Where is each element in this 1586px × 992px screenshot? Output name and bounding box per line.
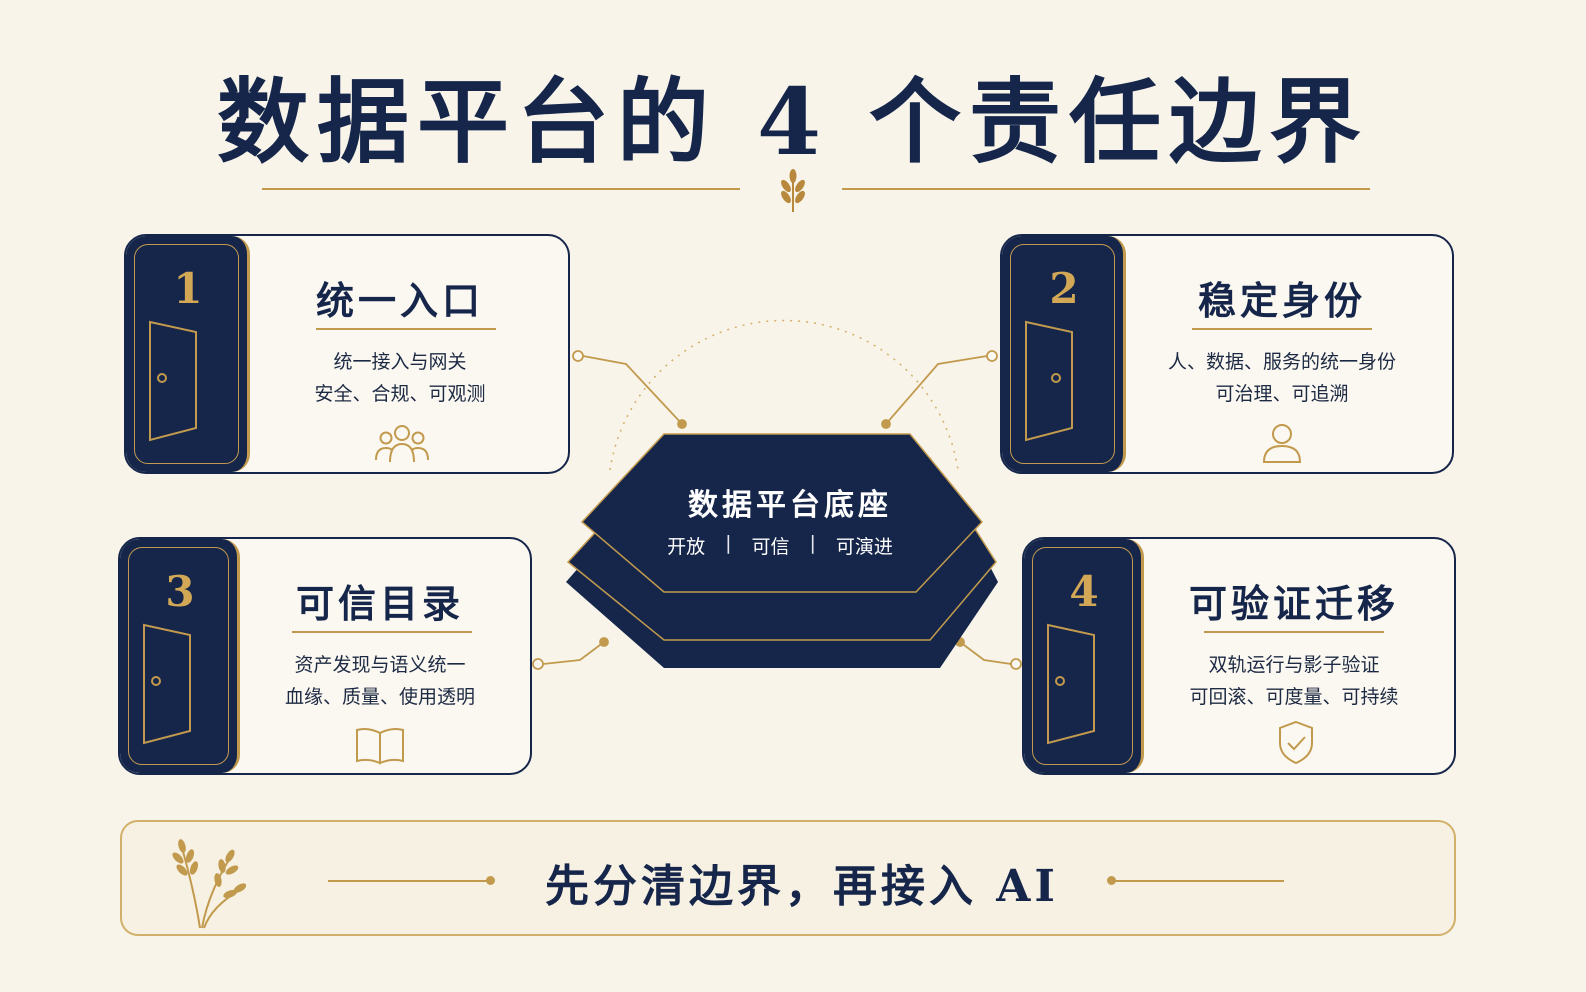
tag-separator: | xyxy=(725,532,732,554)
connector-4 xyxy=(955,637,1022,670)
card-number: 3 xyxy=(165,567,195,616)
banner-rule-left xyxy=(328,880,488,882)
banner-slogan: 先分清边界，再接入 AI xyxy=(544,861,1060,912)
card-description: 资产发现与语义统一 血缘、质量、使用透明 xyxy=(240,649,520,713)
card-desc-line: 血缘、质量、使用透明 xyxy=(284,686,475,708)
card-title: 可验证迁移 xyxy=(1188,581,1399,626)
card-description: 统一接入与网关 安全、合规、可观测 xyxy=(250,346,550,410)
card-desc-line: 安全、合规、可观测 xyxy=(314,383,486,405)
card-title: 稳定身份 xyxy=(1197,278,1366,323)
card-desc-line: 双轨运行与影子验证 xyxy=(1208,654,1380,676)
card-title: 可信目录 xyxy=(295,581,464,626)
platform-tags: 开放 | 可信 | 可演进 xyxy=(600,532,960,559)
card-number: 1 xyxy=(173,264,203,313)
platform-tag: 开放 xyxy=(667,536,706,558)
wheat-bundle-icon xyxy=(172,839,246,929)
card-desc-line: 统一接入与网关 xyxy=(333,351,467,373)
card-description: 人、数据、服务的统一身份 可治理、可追溯 xyxy=(1132,346,1432,410)
connector-1 xyxy=(572,350,687,429)
card-number: 2 xyxy=(1049,264,1079,313)
door-icon xyxy=(149,320,197,442)
door-icon xyxy=(1025,320,1073,442)
page-title: 数据平台的 4 个责任边界 xyxy=(216,68,1370,176)
user-icon xyxy=(1262,424,1302,463)
platform-title: 数据平台底座 xyxy=(688,488,892,523)
card-title-rule xyxy=(292,631,472,633)
boundary-card-2: 2 稳定身份 人、数据、服务的统一身份 可治理、可追溯 xyxy=(1000,234,1454,474)
banner-dot-left xyxy=(486,876,495,885)
card-desc-line: 人、数据、服务的统一身份 xyxy=(1167,351,1396,373)
platform-tag: 可演进 xyxy=(835,536,893,558)
card-desc-line: 可治理、可追溯 xyxy=(1215,383,1349,405)
card-desc-line: 资产发现与语义统一 xyxy=(294,654,466,676)
card-title-rule xyxy=(1204,631,1384,633)
card-title-rule xyxy=(1192,328,1372,330)
title-divider-left xyxy=(262,188,740,190)
card-description: 双轨运行与影子验证 可回滚、可度量、可持续 xyxy=(1144,649,1444,713)
card-desc-line: 可回滚、可度量、可持续 xyxy=(1189,686,1399,708)
card-number: 4 xyxy=(1069,567,1099,616)
card-number-panel xyxy=(1002,236,1126,472)
boundary-card-3: 3 可信目录 资产发现与语义统一 血缘、质量、使用透明 xyxy=(118,537,532,775)
boundary-card-1: 1 统一入口 统一接入与网关 安全、合规、可观测 xyxy=(124,234,570,474)
door-icon xyxy=(1047,623,1095,745)
title-divider-right xyxy=(842,188,1370,190)
platform-tag: 可信 xyxy=(751,536,790,558)
boundary-card-4: 4 可验证迁移 双轨运行与影子验证 可回滚、可度量、可持续 xyxy=(1022,537,1456,775)
people-icon xyxy=(375,425,429,463)
bottom-banner: 先分清边界，再接入 AI xyxy=(120,820,1456,936)
card-title-rule xyxy=(316,328,496,330)
door-icon xyxy=(143,623,191,745)
platform-base xyxy=(566,433,998,668)
banner-dot-right xyxy=(1107,876,1116,885)
banner-rule-right xyxy=(1114,880,1284,882)
card-title: 统一入口 xyxy=(315,278,484,323)
connector-2 xyxy=(881,350,998,429)
connector-3 xyxy=(532,637,609,670)
card-number-panel xyxy=(126,236,250,472)
book-icon xyxy=(356,728,404,765)
dotted-arc xyxy=(609,319,959,471)
wheat-icon xyxy=(781,169,805,212)
shield-check-icon xyxy=(1279,720,1313,765)
tag-separator: | xyxy=(809,532,816,554)
